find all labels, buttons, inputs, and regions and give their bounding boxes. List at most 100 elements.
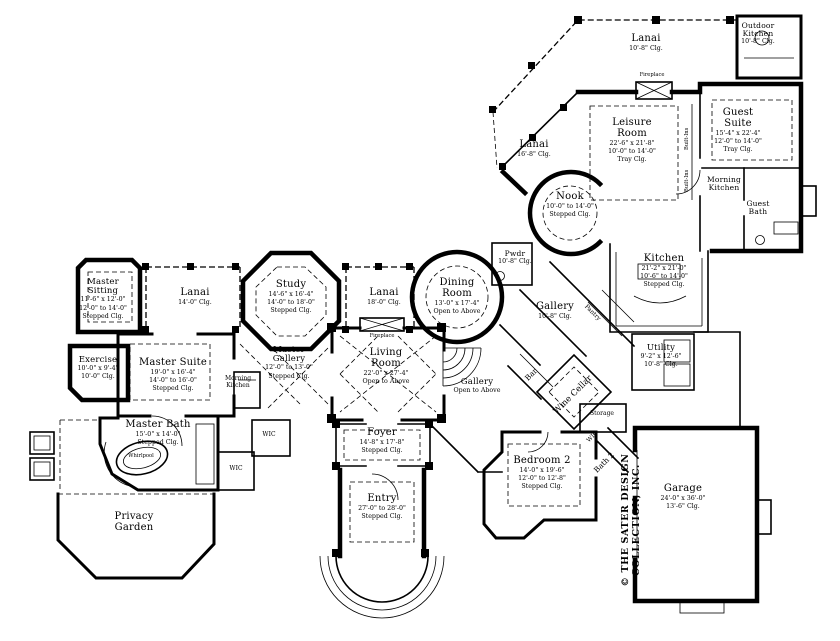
room-name-line: Privacy — [114, 511, 154, 522]
gallery-right-walls — [518, 260, 636, 358]
room-detail-line: 14'-0" to 16'-0" — [149, 376, 197, 384]
room-name-line: Room — [617, 127, 647, 139]
label-storage: Storage — [580, 410, 624, 418]
room-name-line: Morning — [224, 375, 252, 382]
room-name-line: Master — [273, 345, 305, 355]
label-bedroom-2: Bedroom 2 14'-0" x 19'-6" 12'-0" to 12'-… — [502, 455, 582, 491]
room-detail-line: Open to Above — [453, 387, 501, 395]
room-detail-line: 14'-0" x 19'-6" — [519, 466, 565, 474]
label-entry: Entry 27'-0" to 28'-0" Stepped Clg. — [346, 493, 418, 521]
room-detail-line: 12'-0" to 14'-0" — [714, 137, 762, 145]
utility-walls — [631, 331, 741, 429]
room-detail-line: 10'-0" to 14'-0" — [608, 147, 656, 155]
label-nook: Nook 10'-0" to 14'-0" Stepped Clg. — [534, 191, 606, 219]
room-name-line: Kitchen — [708, 183, 740, 193]
label-pwdr: Pwdr 10'-8" Clg. — [490, 249, 540, 266]
label-master-sitting: Master Sitting 11'-6" x 12'-0" 12'-0" to… — [68, 277, 138, 321]
room-name-line: Master Suite — [138, 357, 208, 368]
entry-walls — [319, 467, 445, 619]
label-kitchen: Kitchen 21'-2" x 21'-0" 10'-6" to 14'-0"… — [622, 253, 706, 289]
study-walls — [240, 250, 342, 352]
room-detail-line: 22'-0" x 27'-4" — [363, 369, 409, 377]
room-detail-line: Stepped Clg. — [643, 281, 685, 289]
morning-kitchen-left-walls — [233, 371, 261, 409]
privacy-garden-walls — [29, 419, 216, 580]
garage-walls — [632, 425, 772, 614]
room-detail-line: 10'-8" Clg. — [498, 258, 532, 266]
columns — [142, 16, 734, 557]
leisure-fireplace-box — [635, 81, 673, 100]
label-privacy-garden: Privacy Garden — [98, 511, 170, 534]
room-detail-line: Stepped Clg. — [270, 307, 312, 315]
label-fireplace-leisure: Fireplace — [630, 72, 674, 79]
label-leisure-room: Leisure Room 22'-6" x 21'-8" 10'-0" to 1… — [590, 117, 674, 164]
room-detail-line: 14'-8" x 17'-8" — [359, 438, 405, 446]
planter — [29, 431, 55, 455]
label-guest-suite: Guest Suite 15'-4" x 22'-4" 12'-0" to 14… — [701, 107, 775, 154]
room-detail-line: 14'-0" Clg. — [178, 298, 212, 306]
room-name-line: Leisure — [612, 117, 652, 128]
garage-steps — [679, 600, 725, 614]
label-lanai-left: Lanai 14'-0" Clg. — [164, 287, 226, 307]
room-name-line: Guest — [722, 107, 754, 118]
label-garage: Garage 24'-0" x 36'-0" 13'-6" Clg. — [641, 483, 725, 511]
room-detail-line: 21'-2" x 21'-0" — [641, 264, 687, 272]
room-detail-line: Stepped Clg. — [268, 372, 310, 380]
room-detail-line: Stepped Clg. — [549, 210, 591, 218]
room-name-line: Fireplace — [639, 72, 665, 78]
label-study: Study 14'-6" x 16'-4" 14'-0" to 18'-0" S… — [255, 279, 327, 315]
room-detail-line: 10'-8" Clg. — [644, 361, 678, 369]
outdoor-kitchen-walls — [735, 14, 803, 80]
top-lanai-walls — [492, 19, 737, 169]
room-detail-line: 10'-0" x 9'-4" — [77, 365, 119, 373]
room-detail-line: 22'-6" x 21'-8" — [609, 139, 655, 147]
room-name-line: Kitchen — [742, 29, 774, 39]
label-lanai-right: Lanai 16'-8" Clg. — [504, 139, 564, 159]
master-gallery-ceiling — [239, 343, 329, 409]
hall-diagonal-walls — [430, 323, 542, 474]
room-detail-line: 12'-0" to 14'-0" — [79, 304, 127, 312]
room-name-line: Master Bath — [125, 419, 191, 430]
curved-stair — [442, 347, 482, 387]
room-name-line: Gallery — [272, 354, 306, 365]
wine-cellar-walls — [535, 353, 613, 431]
room-name-line: Foyer — [367, 427, 397, 438]
room-name-line: Gallery — [535, 301, 575, 312]
room-detail-line: 10'-8" Clg. — [741, 38, 775, 46]
room-name-line: Gallery — [460, 377, 494, 387]
room-detail-line: 14'-6" x 16'-4" — [268, 290, 314, 298]
room-name-line: Nook — [556, 191, 584, 202]
room-detail-line: 15'-0" x 14'-0" — [135, 430, 181, 438]
label-wic-1: WIC — [254, 431, 284, 439]
room-name-line: Bedroom 2 — [513, 455, 571, 466]
room-detail-line: 10'-8" Clg. — [538, 312, 572, 320]
living-fireplace-box — [359, 317, 405, 332]
room-name-line: Entry — [367, 493, 397, 504]
label-master-gallery: Master Gallery 12'-0" to 13'-0" Stepped … — [256, 345, 322, 381]
master-sitting-walls — [75, 257, 143, 335]
room-detail-line: 16'-8" Clg. — [517, 150, 551, 158]
room-name-line: Sitting — [87, 286, 119, 297]
door-arcs — [151, 169, 701, 501]
storage-walls — [579, 403, 627, 433]
room-detail-line: 10'-0" to 14'-0" — [546, 202, 594, 210]
room-detail-line: 10'-6" to 14'-0" — [640, 272, 688, 280]
label-wic-2: WIC — [221, 465, 251, 473]
label-dining-room: Dining Room 13'-0" x 17'-4" Open to Abov… — [421, 277, 493, 316]
room-name-line: Built-Ins — [684, 169, 691, 193]
room-name-line: Room — [442, 287, 472, 299]
room-name-line: Kitchen — [226, 381, 250, 389]
label-lanai-top: Lanai 10'-8" Clg. — [616, 33, 676, 53]
room-detail-line: Stepped Clg. — [361, 512, 403, 520]
planter — [29, 457, 55, 481]
room-name-line: Study — [275, 279, 307, 290]
room-name-line: Lanai — [369, 287, 399, 298]
label-gallery-right: Gallery 10'-8" Clg. — [524, 301, 586, 321]
room-name-line: WIC — [262, 431, 276, 438]
lanai-mid-walls — [345, 266, 415, 330]
room-name-line: Bath — [748, 207, 768, 217]
room-detail-line: Stepped Clg. — [361, 446, 403, 454]
bedroom2-walls — [482, 426, 640, 540]
foyer-walls — [335, 423, 431, 467]
room-name-line: Built-Ins — [684, 127, 691, 151]
